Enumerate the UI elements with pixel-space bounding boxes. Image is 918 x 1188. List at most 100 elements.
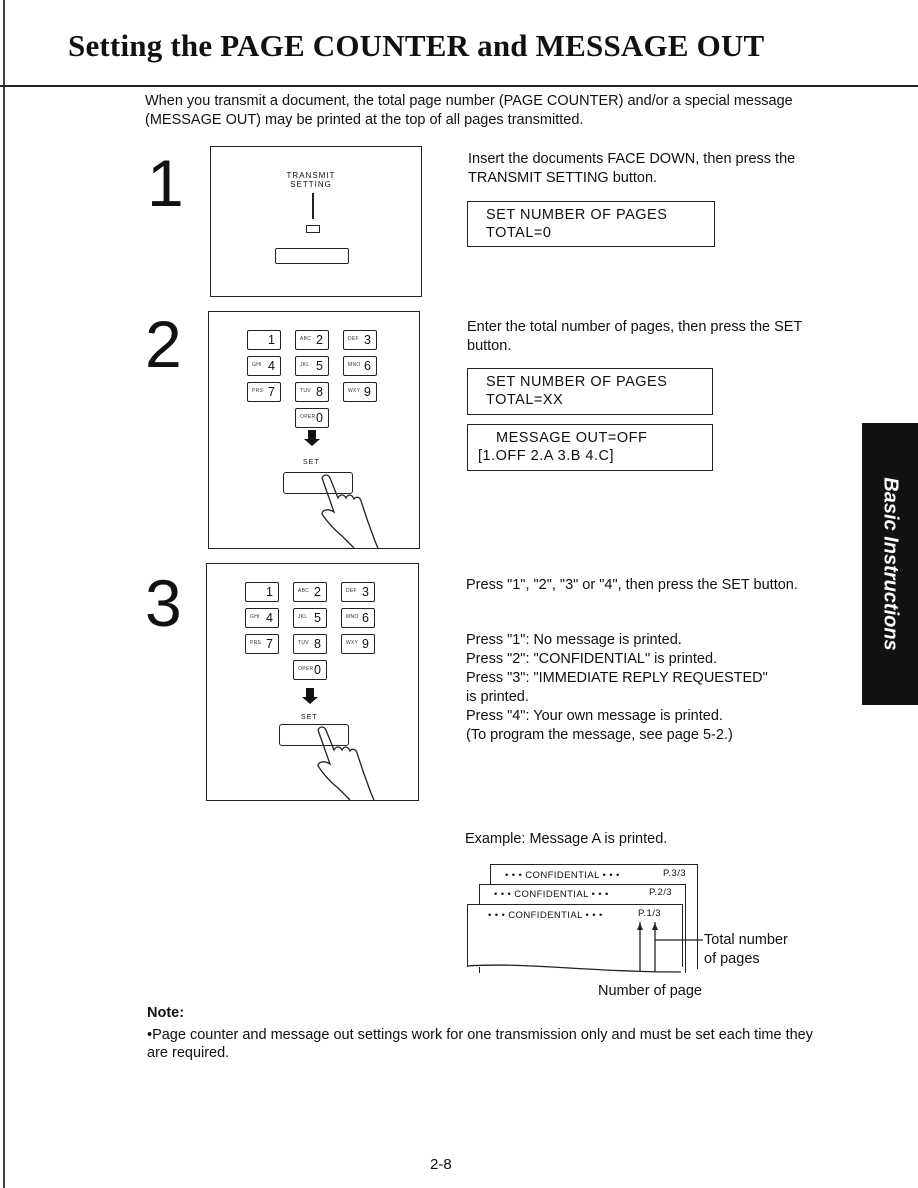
keypad-key-1[interactable]: 1 <box>245 582 279 602</box>
display-line-2: TOTAL=0 <box>486 225 552 241</box>
pressing-hand-icon <box>321 474 379 548</box>
keypad-key-7[interactable]: PRS 7 <box>245 634 279 654</box>
example-page-counter: P.3/3 <box>663 868 686 879</box>
keypad-key-3[interactable]: DEF 3 <box>341 582 375 602</box>
key-letters: TUV <box>300 388 311 394</box>
title-rule <box>0 85 918 87</box>
key-digit: 8 <box>314 637 321 651</box>
display-line-2: TOTAL=XX <box>486 392 564 408</box>
key-letters: WXY <box>346 640 359 646</box>
key-letters: MNO <box>346 614 359 620</box>
section-tab-label: Basic Instructions <box>879 477 902 651</box>
display-line-2: [1.OFF 2.A 3.B 4.C] <box>478 448 615 464</box>
note-text: •Page counter and message out settings w… <box>147 1027 813 1061</box>
set-label: SET <box>303 459 320 466</box>
key-digit: 5 <box>314 611 321 625</box>
page-title: Setting the PAGE COUNTER and MESSAGE OUT <box>68 28 765 63</box>
keypad-key-3[interactable]: DEF 3 <box>343 330 377 350</box>
key-letters: TUV <box>298 640 309 646</box>
key-digit: 2 <box>314 585 321 599</box>
option-3-cont: is printed. <box>466 689 529 705</box>
set-button[interactable] <box>283 472 353 494</box>
key-digit: 4 <box>266 611 273 625</box>
keypad-key-2[interactable]: ABC 2 <box>293 582 327 602</box>
page-number-label: Number of page <box>598 983 702 999</box>
key-letters: ABC <box>298 588 310 594</box>
key-letters: ABC <box>300 336 312 342</box>
step-1-text: Insert the documents FACE DOWN, then pre… <box>468 151 796 186</box>
total-pages-label: Total number of pages <box>704 931 788 969</box>
key-letters: JKL <box>300 362 310 368</box>
total-label-line-2: of pages <box>704 951 760 967</box>
keypad-key-4[interactable]: GHI 4 <box>245 608 279 628</box>
transmit-label: TRANSMIT <box>286 171 336 180</box>
example-message: • • • CONFIDENTIAL • • • <box>494 889 609 900</box>
example-caption: Example: Message A is printed. <box>465 831 668 847</box>
keypad-key-8[interactable]: TUV 8 <box>293 634 327 654</box>
down-arrow-icon <box>308 430 316 440</box>
key-digit: 7 <box>268 385 275 399</box>
page-number: 2-8 <box>430 1156 452 1173</box>
step-2-text: Enter the total number of pages, then pr… <box>467 319 803 354</box>
key-digit: 3 <box>364 333 371 347</box>
start-button[interactable] <box>275 248 349 264</box>
step-2-number: 2 <box>145 307 182 381</box>
keypad-key-8[interactable]: TUV 8 <box>295 382 329 402</box>
down-arrow-icon <box>306 688 314 698</box>
key-letters: OPER <box>300 414 316 420</box>
key-digit: 3 <box>362 585 369 599</box>
key-letters: GHI <box>250 614 260 620</box>
key-digit: 0 <box>316 411 323 425</box>
example-page-counter: P.2/3 <box>649 887 672 898</box>
set-button[interactable] <box>279 724 349 746</box>
example-page-1: • • • CONFIDENTIAL • • • P.1/3 <box>467 904 683 967</box>
option-2: Press "2": "CONFIDENTIAL" is printed. <box>466 651 718 667</box>
key-letters: DEF <box>346 588 357 594</box>
note-heading: Note: <box>147 1005 185 1021</box>
total-label-line-1: Total number <box>704 932 788 948</box>
keypad-key-7[interactable]: PRS 7 <box>247 382 281 402</box>
display-line-1: SET NUMBER OF PAGES <box>486 207 668 223</box>
step-2-display-2: MESSAGE OUT=OFF [1.OFF 2.A 3.B 4.C] <box>467 424 713 471</box>
step-1-number: 1 <box>147 146 184 220</box>
example-message: • • • CONFIDENTIAL • • • <box>505 870 620 881</box>
key-digit: 9 <box>362 637 369 651</box>
key-digit: 6 <box>362 611 369 625</box>
key-digit: 8 <box>316 385 323 399</box>
intro-paragraph: When you transmit a document, the total … <box>145 93 793 128</box>
setting-label: SETTING <box>290 180 332 189</box>
pointer-line <box>312 193 314 219</box>
key-letters: DEF <box>348 336 359 342</box>
step-3-text: Press "1", "2", "3" or "4", then press t… <box>466 577 798 593</box>
key-letters: PRS <box>250 640 262 646</box>
step-1-panel: TRANSMIT SETTING <box>210 146 422 297</box>
key-letters: PRS <box>252 388 264 394</box>
key-digit: 4 <box>268 359 275 373</box>
example-callouts <box>467 922 703 973</box>
keypad-key-1[interactable]: 1 <box>247 330 281 350</box>
key-digit: 7 <box>266 637 273 651</box>
key-digit: 6 <box>364 359 371 373</box>
step-1-display: SET NUMBER OF PAGES TOTAL=0 <box>467 201 715 247</box>
down-arrow-head-icon <box>304 439 320 446</box>
keypad-key-5[interactable]: JKL 5 <box>293 608 327 628</box>
option-note: (To program the message, see page 5-2.) <box>466 727 733 743</box>
display-line-1: MESSAGE OUT=OFF <box>496 430 648 446</box>
key-digit: 0 <box>314 663 321 677</box>
set-label: SET <box>301 714 318 721</box>
transmit-setting-button[interactable] <box>306 225 320 233</box>
key-letters: JKL <box>298 614 308 620</box>
key-letters: MNO <box>348 362 361 368</box>
key-digit: 1 <box>266 585 273 599</box>
example-message: • • • CONFIDENTIAL • • • <box>488 910 603 921</box>
